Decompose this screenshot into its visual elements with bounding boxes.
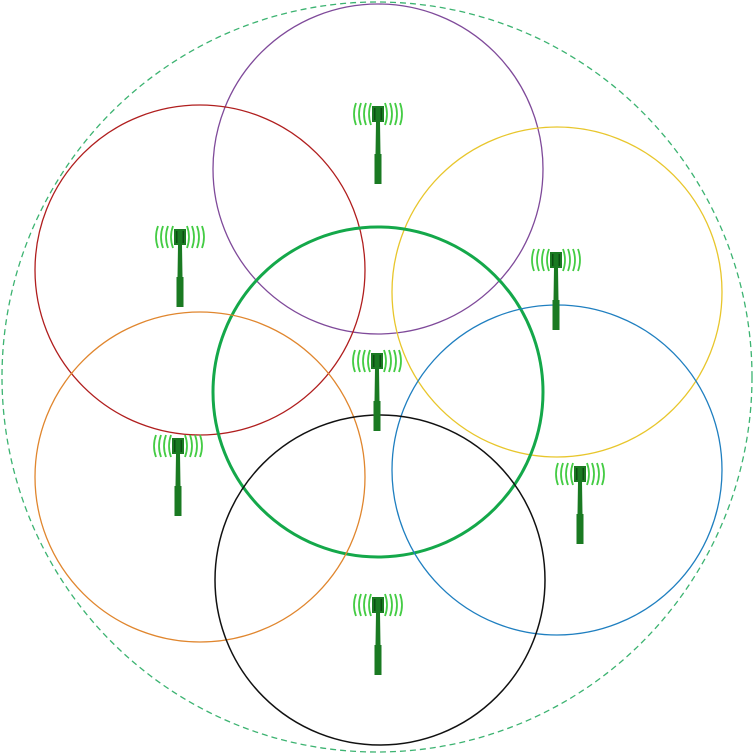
tower-mast [374, 613, 382, 675]
tower-mast [374, 122, 382, 184]
antenna-slot [380, 108, 382, 120]
signal-wave-left [158, 434, 162, 458]
antenna-slot [374, 599, 376, 611]
signal-wave-left [155, 225, 159, 249]
signal-wave-left [363, 593, 367, 617]
signal-wave-right [577, 248, 581, 272]
signal-wave-left [367, 349, 371, 373]
signal-wave-right [389, 593, 393, 617]
antenna-slot [182, 231, 184, 243]
antenna-head [550, 252, 562, 268]
signal-wave-right [394, 593, 398, 617]
signal-wave-left [168, 434, 172, 458]
signal-wave-right [388, 349, 392, 373]
antenna-slot [576, 468, 578, 480]
signal-wave-left [570, 462, 574, 486]
signal-wave-right [394, 102, 398, 126]
signal-wave-left [353, 102, 357, 126]
signal-wave-right [398, 349, 402, 373]
signal-wave-right [591, 462, 595, 486]
cell-tower-icon [531, 248, 581, 330]
signal-wave-left [536, 248, 540, 272]
signal-wave-right [399, 593, 403, 617]
tower-mast [174, 454, 182, 516]
antenna-head [174, 229, 186, 245]
antenna-head [574, 466, 586, 482]
antenna-slot [582, 468, 584, 480]
antenna-slot [552, 254, 554, 266]
tower-mast [373, 369, 381, 431]
antenna-slot [180, 440, 182, 452]
signal-wave-right [596, 462, 600, 486]
cell-tower-icon [352, 349, 402, 431]
signal-wave-left [165, 225, 169, 249]
signal-wave-right [384, 593, 388, 617]
signal-wave-left [546, 248, 550, 272]
signal-wave-right [389, 102, 393, 126]
cell-upper-left-circle [34, 104, 366, 436]
antenna-slot [380, 599, 382, 611]
signal-wave-right [189, 434, 193, 458]
signal-wave-right [384, 102, 388, 126]
signal-wave-left [163, 434, 167, 458]
signal-wave-right [601, 462, 605, 486]
signal-wave-left [363, 102, 367, 126]
signal-wave-right [184, 434, 188, 458]
signal-wave-right [199, 434, 203, 458]
cell-upper-right-circle [391, 126, 723, 458]
cell-tower-icon [153, 434, 203, 516]
signal-wave-left [565, 462, 569, 486]
tower-mast [176, 245, 184, 307]
antenna-slot [373, 355, 375, 367]
cell-tower-icon [353, 102, 403, 184]
antenna-head [172, 438, 184, 454]
signal-wave-right [562, 248, 566, 272]
cell-lower-left-circle [34, 311, 366, 643]
signal-wave-right [399, 102, 403, 126]
signal-wave-left [357, 349, 361, 373]
signal-wave-left [160, 225, 164, 249]
signal-wave-right [567, 248, 571, 272]
signal-wave-right [186, 225, 190, 249]
antenna-slot [558, 254, 560, 266]
signal-wave-left [555, 462, 559, 486]
signal-wave-left [368, 593, 372, 617]
signal-wave-left [170, 225, 174, 249]
signal-wave-right [196, 225, 200, 249]
signal-wave-right [194, 434, 198, 458]
signal-wave-right [383, 349, 387, 373]
cell-tower-icon [155, 225, 205, 307]
signal-wave-left [358, 593, 362, 617]
signal-wave-left [531, 248, 535, 272]
signal-wave-left [352, 349, 356, 373]
signal-wave-right [201, 225, 205, 249]
signal-wave-right [586, 462, 590, 486]
cell-bottom-circle [214, 414, 546, 746]
antenna-head [372, 106, 384, 122]
signal-wave-right [191, 225, 195, 249]
tower-mast [576, 482, 584, 544]
cell-tower-icon [555, 462, 605, 544]
signal-wave-left [368, 102, 372, 126]
tower-mast [552, 268, 560, 330]
cell-center-circle [211, 225, 545, 559]
signal-wave-right [572, 248, 576, 272]
signal-wave-left [362, 349, 366, 373]
signal-wave-left [560, 462, 564, 486]
antenna-slot [176, 231, 178, 243]
signal-wave-left [153, 434, 157, 458]
cell-top-circle [212, 3, 544, 335]
antenna-slot [379, 355, 381, 367]
cell-tower-icon [353, 593, 403, 675]
antenna-head [372, 597, 384, 613]
signal-wave-left [353, 593, 357, 617]
antenna-slot [374, 108, 376, 120]
signal-wave-left [358, 102, 362, 126]
antenna-slot [174, 440, 176, 452]
signal-wave-left [541, 248, 545, 272]
antenna-head [371, 353, 383, 369]
signal-wave-right [393, 349, 397, 373]
